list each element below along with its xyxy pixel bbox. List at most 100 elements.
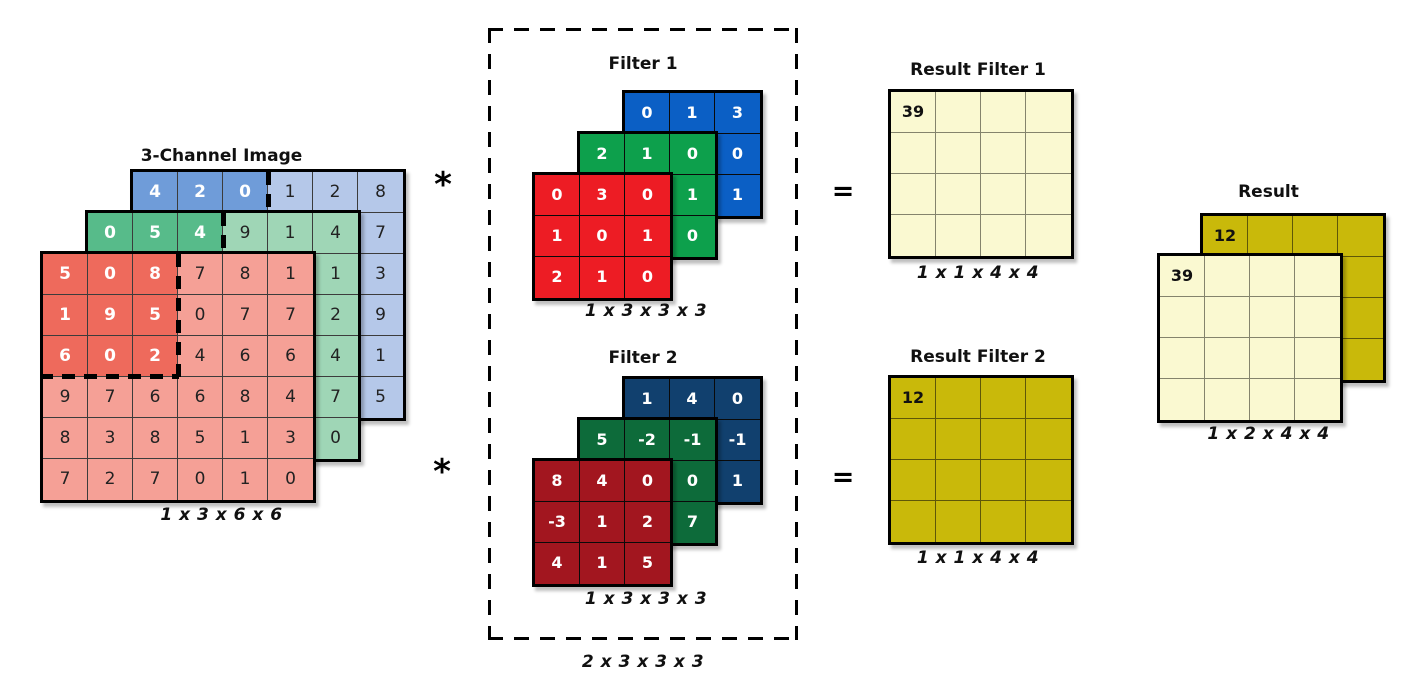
result-filter2-grid-cell (981, 378, 1026, 419)
result-stack-front-cell (1250, 297, 1295, 338)
image-channel-red-cell: 2 (88, 459, 133, 500)
filter1-channel-red-cell: 1 (625, 216, 670, 257)
result-stack-back-cell (1248, 216, 1293, 257)
filter2-channel-red-cell: 0 (625, 461, 670, 502)
result-filter1-grid-cell (1026, 92, 1071, 133)
filter1-title: Filter 1 (608, 54, 678, 74)
filter2-channel-red-cell: 4 (535, 543, 580, 584)
filter2-dims-label: 1 x 3 x 3 x 3 (584, 589, 708, 609)
filter1-channel-red-cell: 2 (535, 257, 580, 298)
convolution-operator-2: * (433, 452, 451, 492)
image-channel-red-cell: 3 (88, 418, 133, 459)
filter2-channel-blue-cell: 1 (731, 471, 744, 490)
result-filter2-dims-label: 1 x 1 x 4 x 4 (916, 548, 1040, 568)
result-filter1-grid-cell (936, 92, 981, 133)
result-title: Result (1238, 182, 1299, 202)
filters-group-dims-label: 2 x 3 x 3 x 3 (581, 652, 705, 672)
filter2-channel-red-cell: 1 (580, 502, 625, 543)
result-filter1-grid: 39 (888, 89, 1074, 259)
convolution-operator-1: * (434, 165, 452, 205)
filter1-channel-blue-cell: 1 (670, 93, 715, 134)
filter2-channel-red-cell: 1 (580, 543, 625, 584)
result-filter2-grid-cell (891, 419, 936, 460)
result-filter1-grid-cell (891, 174, 936, 215)
image-dims-label: 1 x 3 x 6 x 6 (160, 505, 283, 525)
result-stack-front-cell (1205, 338, 1250, 379)
image-channel-red-cell: 6 (133, 377, 178, 418)
filter1-channel-green-cell: 2 (580, 134, 625, 175)
result-filter2-title: Result Filter 2 (910, 347, 1046, 367)
image-channel-red-cell: 0 (285, 469, 296, 489)
result-filter2-grid-cell (1026, 419, 1071, 460)
result-stack-back-cell (1338, 339, 1383, 380)
image-channel-blue-cell: 9 (358, 295, 403, 336)
receptive-field-dash-blue (266, 172, 271, 212)
image-channel-red-cell: 2 (133, 336, 178, 377)
filter1-channel-red-cell: 0 (641, 267, 654, 286)
result-stack-front-cell (1295, 338, 1340, 379)
filter2-channel-green-cell: -2 (625, 420, 670, 461)
result-filter2-grid-cell (981, 460, 1026, 501)
filter2-channel-blue-cell: -1 (715, 420, 760, 461)
image-channel-green-cell: 1 (313, 254, 358, 295)
image-channel-green-cell: 7 (313, 377, 358, 418)
image-channel-red-cell: 7 (88, 377, 133, 418)
image-channel-red-cell: 6 (268, 336, 313, 377)
filter2-channel-red-cell: 4 (580, 461, 625, 502)
image-channel-green-cell: 5 (133, 213, 178, 254)
image-channel-green-cell: 0 (88, 213, 133, 254)
result-stack-front-cell (1160, 338, 1205, 379)
result-stack-front-cell (1160, 297, 1205, 338)
filter2-channel-blue-cell: 0 (715, 379, 760, 420)
result-stack-front-cell (1295, 297, 1340, 338)
image-channel-green-cell: 1 (268, 213, 313, 254)
result-filter1-grid-cell (936, 133, 981, 174)
image-channel-red-cell: 4 (178, 336, 223, 377)
result-stack-front-cell (1160, 379, 1205, 420)
image-channel-red-cell: 9 (43, 377, 88, 418)
filter1-channel-green-cell: 1 (625, 134, 670, 175)
image-channel-green-cell: 4 (178, 213, 223, 254)
image-channel-red-cell: 8 (43, 418, 88, 459)
result-dims-label: 1 x 2 x 4 x 4 (1207, 424, 1330, 444)
image-channel-red-cell: 7 (133, 459, 178, 500)
result-filter2-grid: 12 (888, 375, 1074, 545)
result-stack-back-cell (1293, 216, 1338, 257)
image-channel-red-cell: 0 (88, 336, 133, 377)
result-filter2-grid-cell (891, 460, 936, 501)
image-channel-red-cell: 1 (43, 295, 88, 336)
result-filter1-grid-cell (981, 215, 1026, 256)
result-filter1-grid-cell (981, 133, 1026, 174)
filter2-channel-green-cell: 7 (686, 512, 699, 531)
image-channel-green-cell: 0 (330, 428, 341, 448)
image-channel-red-cell: 6 (43, 336, 88, 377)
result-filter2-grid-cell: 12 (891, 378, 936, 419)
image-channel-red-cell: 6 (223, 336, 268, 377)
result-filter2-grid-cell (981, 419, 1026, 460)
image-title: 3-Channel Image (140, 146, 303, 166)
image-channel-green-cell: 9 (223, 213, 268, 254)
filter1-channel-red-cell: 0 (535, 175, 580, 216)
filter1-channel-blue-cell: 0 (715, 134, 760, 175)
image-channel-blue-cell: 4 (133, 172, 178, 213)
result-filter1-title: Result Filter 1 (910, 60, 1046, 80)
result-filter1-grid-cell (891, 215, 936, 256)
equals-operator-2: = (831, 462, 855, 493)
result-filter1-grid-cell (936, 174, 981, 215)
result-stack-front-cell (1205, 297, 1250, 338)
result-filter1-grid-cell (981, 174, 1026, 215)
filter2-channel-blue-cell: 4 (670, 379, 715, 420)
filter1-channel-green-cell: 1 (670, 175, 715, 216)
image-channel-blue-cell: 0 (223, 172, 268, 213)
image-channel-blue-cell: 5 (375, 387, 386, 407)
image-channel-red-cell: 8 (223, 377, 268, 418)
result-stack-front: 39 (1157, 253, 1343, 423)
filter2-channel-red-cell: 5 (641, 553, 654, 572)
image-channel-red-cell: 6 (178, 377, 223, 418)
filter1-channel-blue-cell: 0 (625, 93, 670, 134)
filter1-channel-red-cell: 0 (580, 216, 625, 257)
filter1-channel-green-cell: 0 (670, 134, 715, 175)
